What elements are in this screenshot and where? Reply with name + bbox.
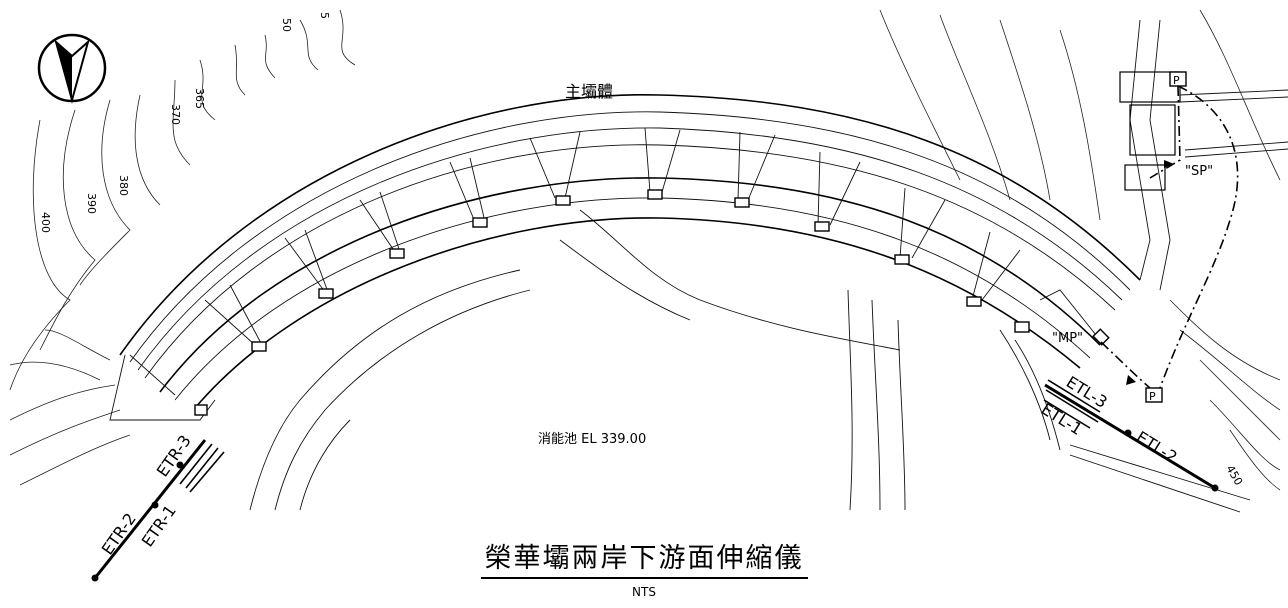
extensometers-right <box>1043 379 1251 513</box>
etl-3-label: ETL-3 <box>1063 372 1111 412</box>
left-contours <box>9 9 356 486</box>
extensometers-left <box>91 439 225 582</box>
stilling-basin-walls <box>249 209 1061 511</box>
contour-label-450: 450 <box>1223 463 1245 488</box>
contour-label-400: 400 <box>39 212 52 233</box>
stilling-basin-label: 消能池 EL 339.00 <box>538 432 646 447</box>
contour-label-390: 390 <box>85 193 98 214</box>
drawing-title-text: 榮華壩兩岸下游面伸縮儀 <box>480 536 808 579</box>
p-lower-label: P <box>1149 390 1156 403</box>
mp-label: "MP" <box>1052 331 1083 346</box>
contour-label-380: 380 <box>117 175 130 196</box>
p-upper-label: P <box>1173 74 1180 87</box>
contour-label-365: 365 <box>193 88 206 109</box>
arch-dam-body <box>109 19 1171 421</box>
right-abutment-structures <box>1092 71 1288 403</box>
dam-piers <box>129 127 1030 416</box>
dam-body-label: 主壩體 <box>565 82 613 101</box>
contour-label-370: 370 <box>169 104 182 125</box>
north-arrow-icon <box>37 33 107 104</box>
contour-label-top-a: 50 <box>280 18 293 32</box>
right-contours <box>879 9 1281 491</box>
sp-label: "SP" <box>1185 164 1213 179</box>
drawing-title: 榮華壩兩岸下游面伸縮儀 <box>0 536 1288 579</box>
etl-2-label: ETL-2 <box>1133 427 1181 467</box>
drawing-scale-note: NTS <box>632 585 656 599</box>
contour-label-top-b: 5 <box>318 12 331 19</box>
